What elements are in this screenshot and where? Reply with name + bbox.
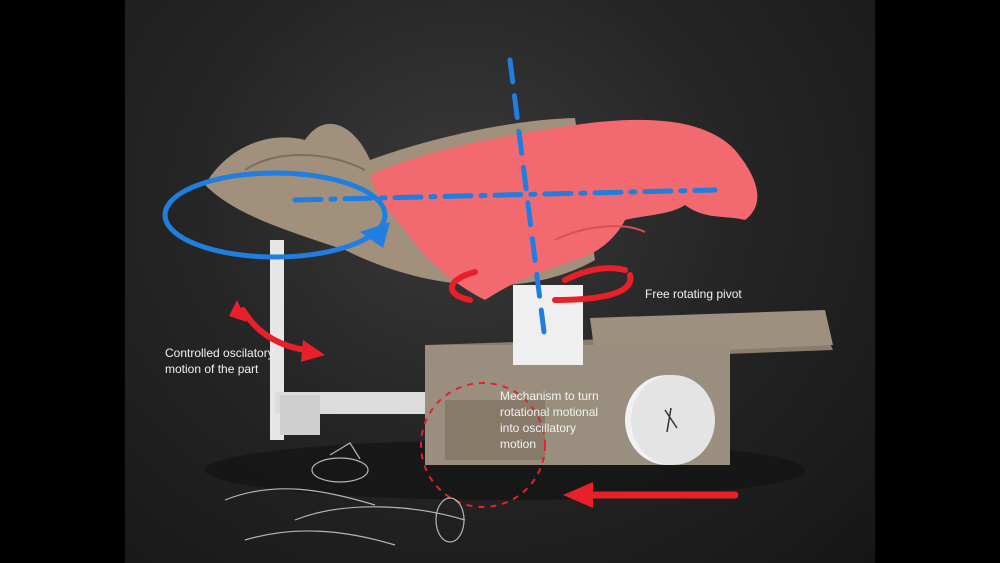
blue-arrow-head bbox=[360, 222, 390, 248]
label-mechanism: Mechanism to turn rotational motional in… bbox=[500, 389, 599, 451]
red-arrow-head-oscillation bbox=[301, 340, 325, 362]
pink-wing bbox=[370, 119, 758, 300]
red-direction-arrow bbox=[563, 482, 739, 508]
pencil-sketch bbox=[224, 442, 466, 546]
prototype-photo: Free rotating pivot Controlled oscilator… bbox=[125, 0, 875, 563]
blue-rotation-axis bbox=[162, 57, 718, 343]
foam-wheel bbox=[625, 375, 715, 465]
label-free-rotating-pivot: Free rotating pivot bbox=[645, 287, 742, 301]
mechanism-highlight-circle bbox=[420, 382, 546, 508]
cardboard-platform bbox=[425, 310, 833, 465]
red-arrow-head-oscillation-top bbox=[229, 300, 247, 322]
label-controlled-oscillatory-motion: Controlled oscilatory motion of the part bbox=[165, 346, 274, 376]
prototype-scene bbox=[162, 57, 833, 546]
red-rotation-arrows bbox=[240, 265, 634, 353]
